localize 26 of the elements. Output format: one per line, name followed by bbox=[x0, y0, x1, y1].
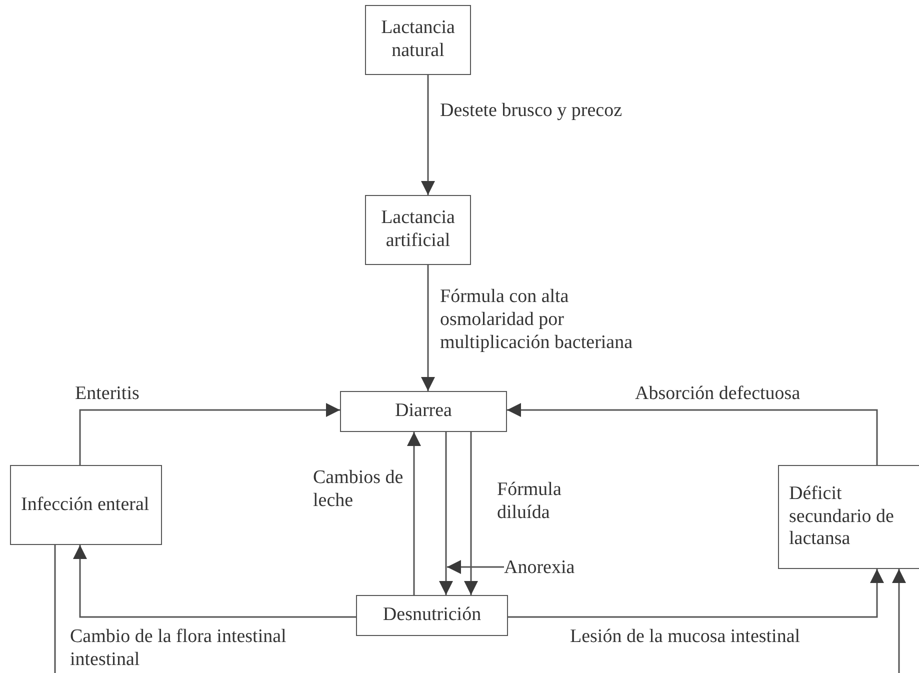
node-text: Anorexia bbox=[504, 555, 596, 581]
arrow bbox=[507, 403, 878, 465]
edge-label: Cambios de leche bbox=[313, 467, 404, 513]
edge-label: Lesión de la mucosa intestinal bbox=[570, 626, 802, 649]
process-box: Lactancia natural bbox=[365, 5, 471, 75]
arrow bbox=[407, 432, 421, 595]
arrow bbox=[439, 432, 453, 595]
process-box: Diarrea bbox=[340, 391, 507, 432]
edge-label: Fórmula diluída bbox=[497, 479, 562, 525]
arrow bbox=[421, 75, 435, 195]
edge-label: Fórmula con alta osmolaridad por multiplicación bacteriana bbox=[440, 286, 634, 354]
arrow bbox=[464, 432, 478, 595]
arrow bbox=[508, 569, 884, 618]
edge-label: Cambio de la flora intestinal intestinal bbox=[70, 626, 288, 672]
process-box: Infección enteral bbox=[10, 465, 162, 545]
arrow bbox=[421, 265, 435, 391]
arrow bbox=[447, 560, 504, 574]
edge-label: Destete brusco y precoz bbox=[440, 100, 624, 123]
arrow bbox=[892, 569, 906, 673]
arrow bbox=[79, 403, 340, 465]
edge-label: Enteritis bbox=[75, 383, 140, 406]
process-box: Déficit secundario de lactansa bbox=[778, 465, 919, 569]
edge-label: Absorción defectuosa bbox=[635, 383, 802, 406]
process-box: Lactancia artificial bbox=[365, 195, 471, 265]
arrow bbox=[73, 545, 356, 618]
process-box: Desnutrición bbox=[356, 595, 508, 636]
